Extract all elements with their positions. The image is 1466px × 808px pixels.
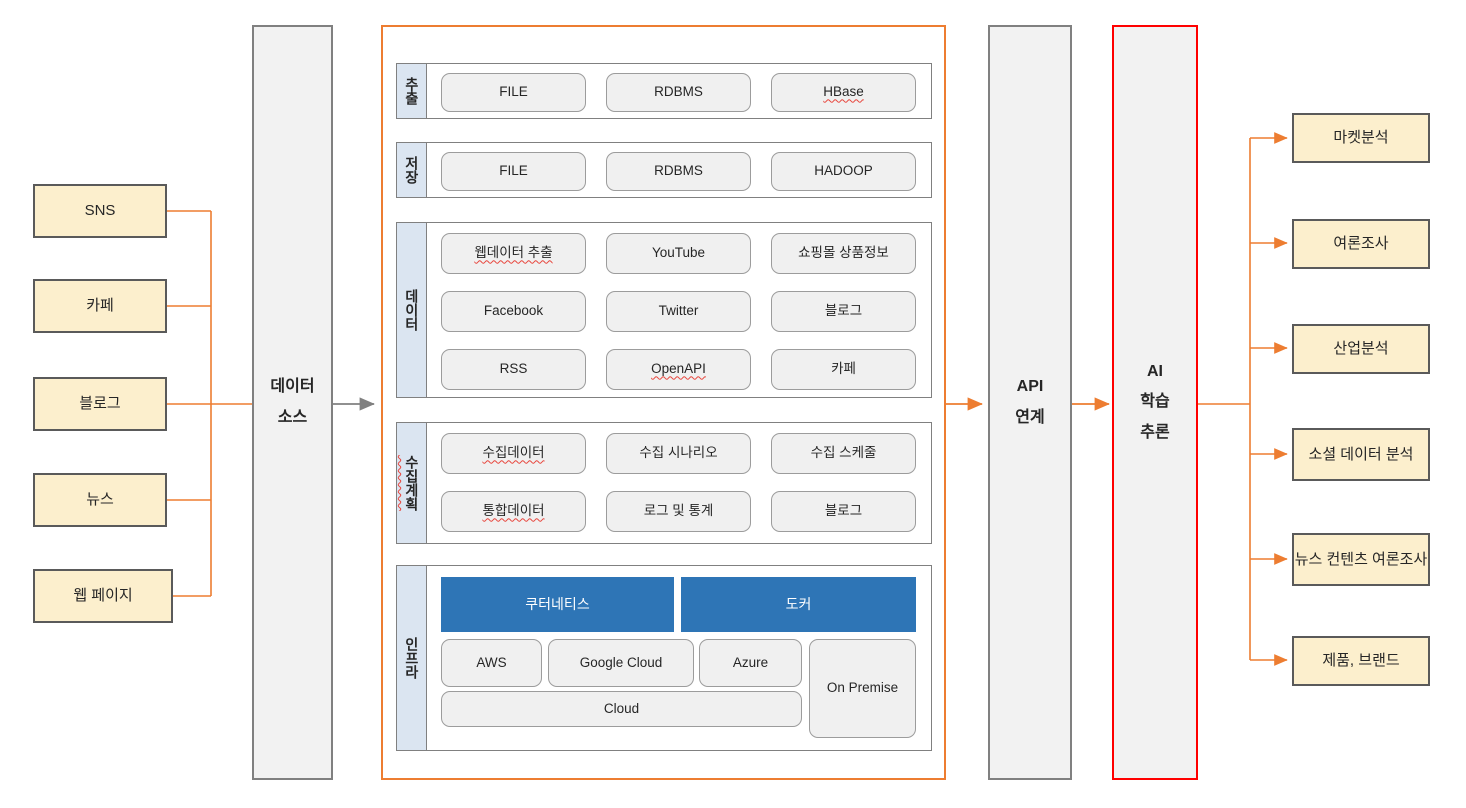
pill-extract-file[interactable]: FILE — [441, 73, 586, 112]
source-label: 뉴스 — [86, 490, 114, 508]
pill-infra-cloud[interactable]: Cloud — [441, 691, 802, 727]
pill-extract-rdbms[interactable]: RDBMS — [606, 73, 751, 112]
pill-plan-integrated-data[interactable]: 통합데이터 — [441, 491, 586, 532]
section-label-data: 데이터 — [397, 223, 427, 397]
section-infra: 인프라 쿠터네티스 도커 AWS Google Cloud Azure — [396, 565, 932, 751]
section-body-extract: FILE RDBMS HBase — [426, 64, 931, 118]
pill-data-facebook[interactable]: Facebook — [441, 291, 586, 332]
pill-data-twitter[interactable]: Twitter — [606, 291, 751, 332]
pill-plan-blog[interactable]: 블로그 — [771, 491, 916, 532]
pill-extract-hbase[interactable]: HBase — [771, 73, 916, 112]
source-box-cafe[interactable]: 카페 — [33, 279, 167, 333]
pill-infra-aws[interactable]: AWS — [441, 639, 542, 687]
section-extract: 추출 FILE RDBMS HBase — [396, 63, 932, 119]
pill-store-hadoop[interactable]: HADOOP — [771, 152, 916, 191]
pill-infra-on-premise[interactable]: On Premise — [809, 639, 916, 738]
api-line2: 연계 — [1015, 408, 1045, 426]
section-collection-plan: 수집계획 수집데이터 수집 시나리오 수집 스케줄 통합데이터 로그 및 통계 — [396, 422, 932, 544]
output-label: 제품, 브랜드 — [1322, 652, 1400, 670]
source-box-webpage[interactable]: 웹 페이지 — [33, 569, 173, 623]
platform-panel: 추출 FILE RDBMS HBase 저장 FILE — [381, 25, 946, 780]
source-label: 블로그 — [79, 394, 121, 412]
api-column[interactable]: API 연계 — [988, 25, 1072, 780]
output-box-industry-analysis[interactable]: 산업분석 — [1292, 324, 1430, 374]
section-data: 데이터 웹데이터 추출 YouTube 쇼핑몰 상품정보 Facebook Tw… — [396, 222, 932, 398]
ai-line2: 학습 — [1140, 393, 1170, 411]
output-label: 뉴스 컨텐츠 여론조사 — [1294, 550, 1428, 568]
ai-column[interactable]: AI 학습 추론 — [1112, 25, 1198, 780]
section-label-extract: 추출 — [397, 64, 427, 118]
pill-data-blog[interactable]: 블로그 — [771, 291, 916, 332]
pill-data-youtube[interactable]: YouTube — [606, 233, 751, 274]
output-label: 여론조사 — [1333, 235, 1389, 253]
pill-store-file[interactable]: FILE — [441, 152, 586, 191]
output-box-product-brand[interactable]: 제품, 브랜드 — [1292, 636, 1430, 686]
section-body-infra: 쿠터네티스 도커 AWS Google Cloud Azure On Premi… — [426, 566, 931, 750]
source-label: 카페 — [86, 296, 114, 314]
section-body-collection-plan: 수집데이터 수집 시나리오 수집 스케줄 통합데이터 로그 및 통계 블로그 — [426, 423, 931, 543]
data-source-line2: 소스 — [277, 408, 308, 426]
pill-data-cafe[interactable]: 카페 — [771, 349, 916, 390]
pill-infra-kubernetes[interactable]: 쿠터네티스 — [441, 577, 674, 632]
output-box-social-data-analysis[interactable]: 소셜 데이터 분석 — [1292, 428, 1430, 481]
pill-data-rss[interactable]: RSS — [441, 349, 586, 390]
pill-plan-collected-data[interactable]: 수집데이터 — [441, 433, 586, 474]
pill-infra-google-cloud[interactable]: Google Cloud — [548, 639, 694, 687]
data-source-column[interactable]: 데이터 소스 — [252, 25, 333, 780]
source-label: SNS — [84, 201, 116, 219]
pill-data-shopping[interactable]: 쇼핑몰 상품정보 — [771, 233, 916, 274]
ai-line3: 추론 — [1140, 423, 1170, 441]
pill-plan-schedule[interactable]: 수집 스케줄 — [771, 433, 916, 474]
output-label: 소셜 데이터 분석 — [1308, 445, 1414, 463]
pill-plan-log-stats[interactable]: 로그 및 통계 — [606, 491, 751, 532]
pill-infra-docker[interactable]: 도커 — [681, 577, 916, 632]
output-box-market-analysis[interactable]: 마켓분석 — [1292, 113, 1430, 163]
output-label: 마켓분석 — [1333, 129, 1389, 147]
api-line1: API — [1016, 378, 1044, 396]
source-label: 웹 페이지 — [73, 586, 133, 604]
source-box-news[interactable]: 뉴스 — [33, 473, 167, 527]
output-box-public-opinion[interactable]: 여론조사 — [1292, 219, 1430, 269]
pill-infra-azure[interactable]: Azure — [699, 639, 802, 687]
output-box-news-content-opinion[interactable]: 뉴스 컨텐츠 여론조사 — [1292, 533, 1430, 586]
data-source-line1: 데이터 — [270, 378, 315, 396]
pill-plan-scenario[interactable]: 수집 시나리오 — [606, 433, 751, 474]
pill-data-openapi[interactable]: OpenAPI — [606, 349, 751, 390]
section-store: 저장 FILE RDBMS HADOOP — [396, 142, 932, 198]
section-label-collection-plan: 수집계획 — [397, 423, 427, 543]
ai-line1: AI — [1147, 362, 1163, 380]
section-body-store: FILE RDBMS HADOOP — [426, 143, 931, 197]
pill-data-web-extract[interactable]: 웹데이터 추출 — [441, 233, 586, 274]
section-label-store: 저장 — [397, 143, 427, 197]
source-box-blog[interactable]: 블로그 — [33, 377, 167, 431]
section-label-infra: 인프라 — [397, 566, 427, 750]
section-body-data: 웹데이터 추출 YouTube 쇼핑몰 상품정보 Facebook Twitte… — [426, 223, 931, 397]
pill-store-rdbms[interactable]: RDBMS — [606, 152, 751, 191]
output-label: 산업분석 — [1333, 340, 1389, 358]
source-box-sns[interactable]: SNS — [33, 184, 167, 238]
